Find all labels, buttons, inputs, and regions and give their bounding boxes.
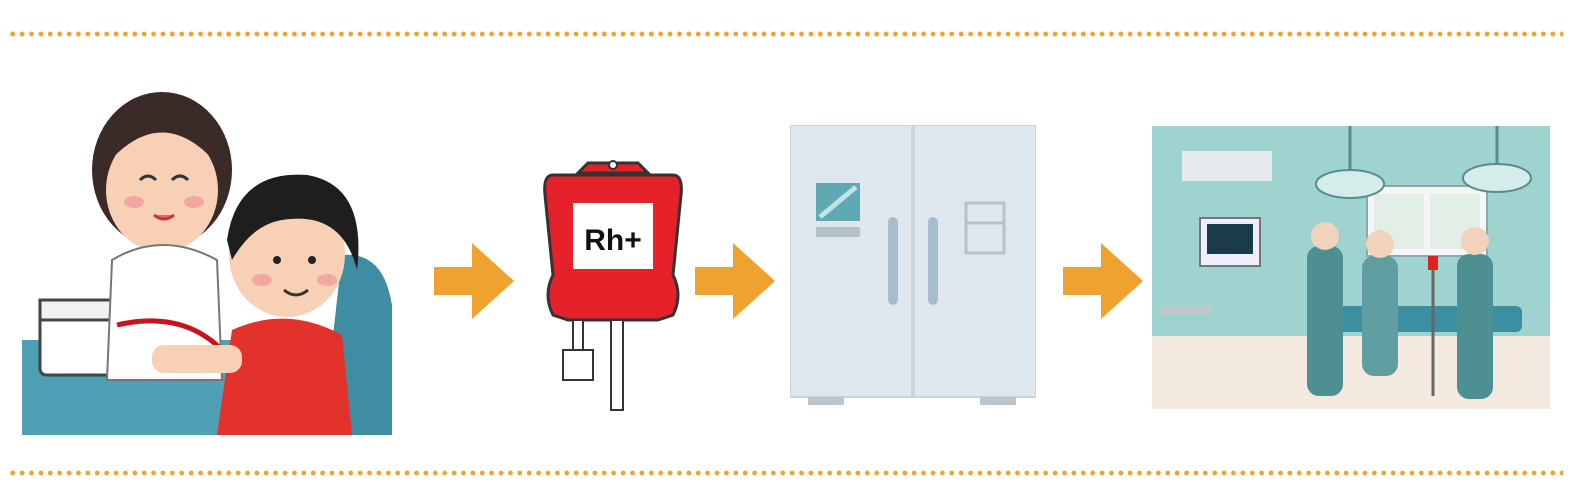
arrow-right-icon (1063, 243, 1143, 319)
top-dotted-border (8, 31, 1563, 37)
refrigerator-icon (790, 125, 1036, 410)
blood-type-label-box (573, 203, 653, 269)
blood-type-label: Rh+ (584, 224, 642, 257)
operating-room-icon (1152, 126, 1550, 409)
blood-donation-icon (22, 80, 392, 435)
blood-bag-icon: Rh+ (533, 155, 693, 415)
arrow-right-icon (434, 243, 514, 319)
arrow-right-icon (695, 243, 775, 319)
bottom-dotted-border (8, 470, 1563, 476)
